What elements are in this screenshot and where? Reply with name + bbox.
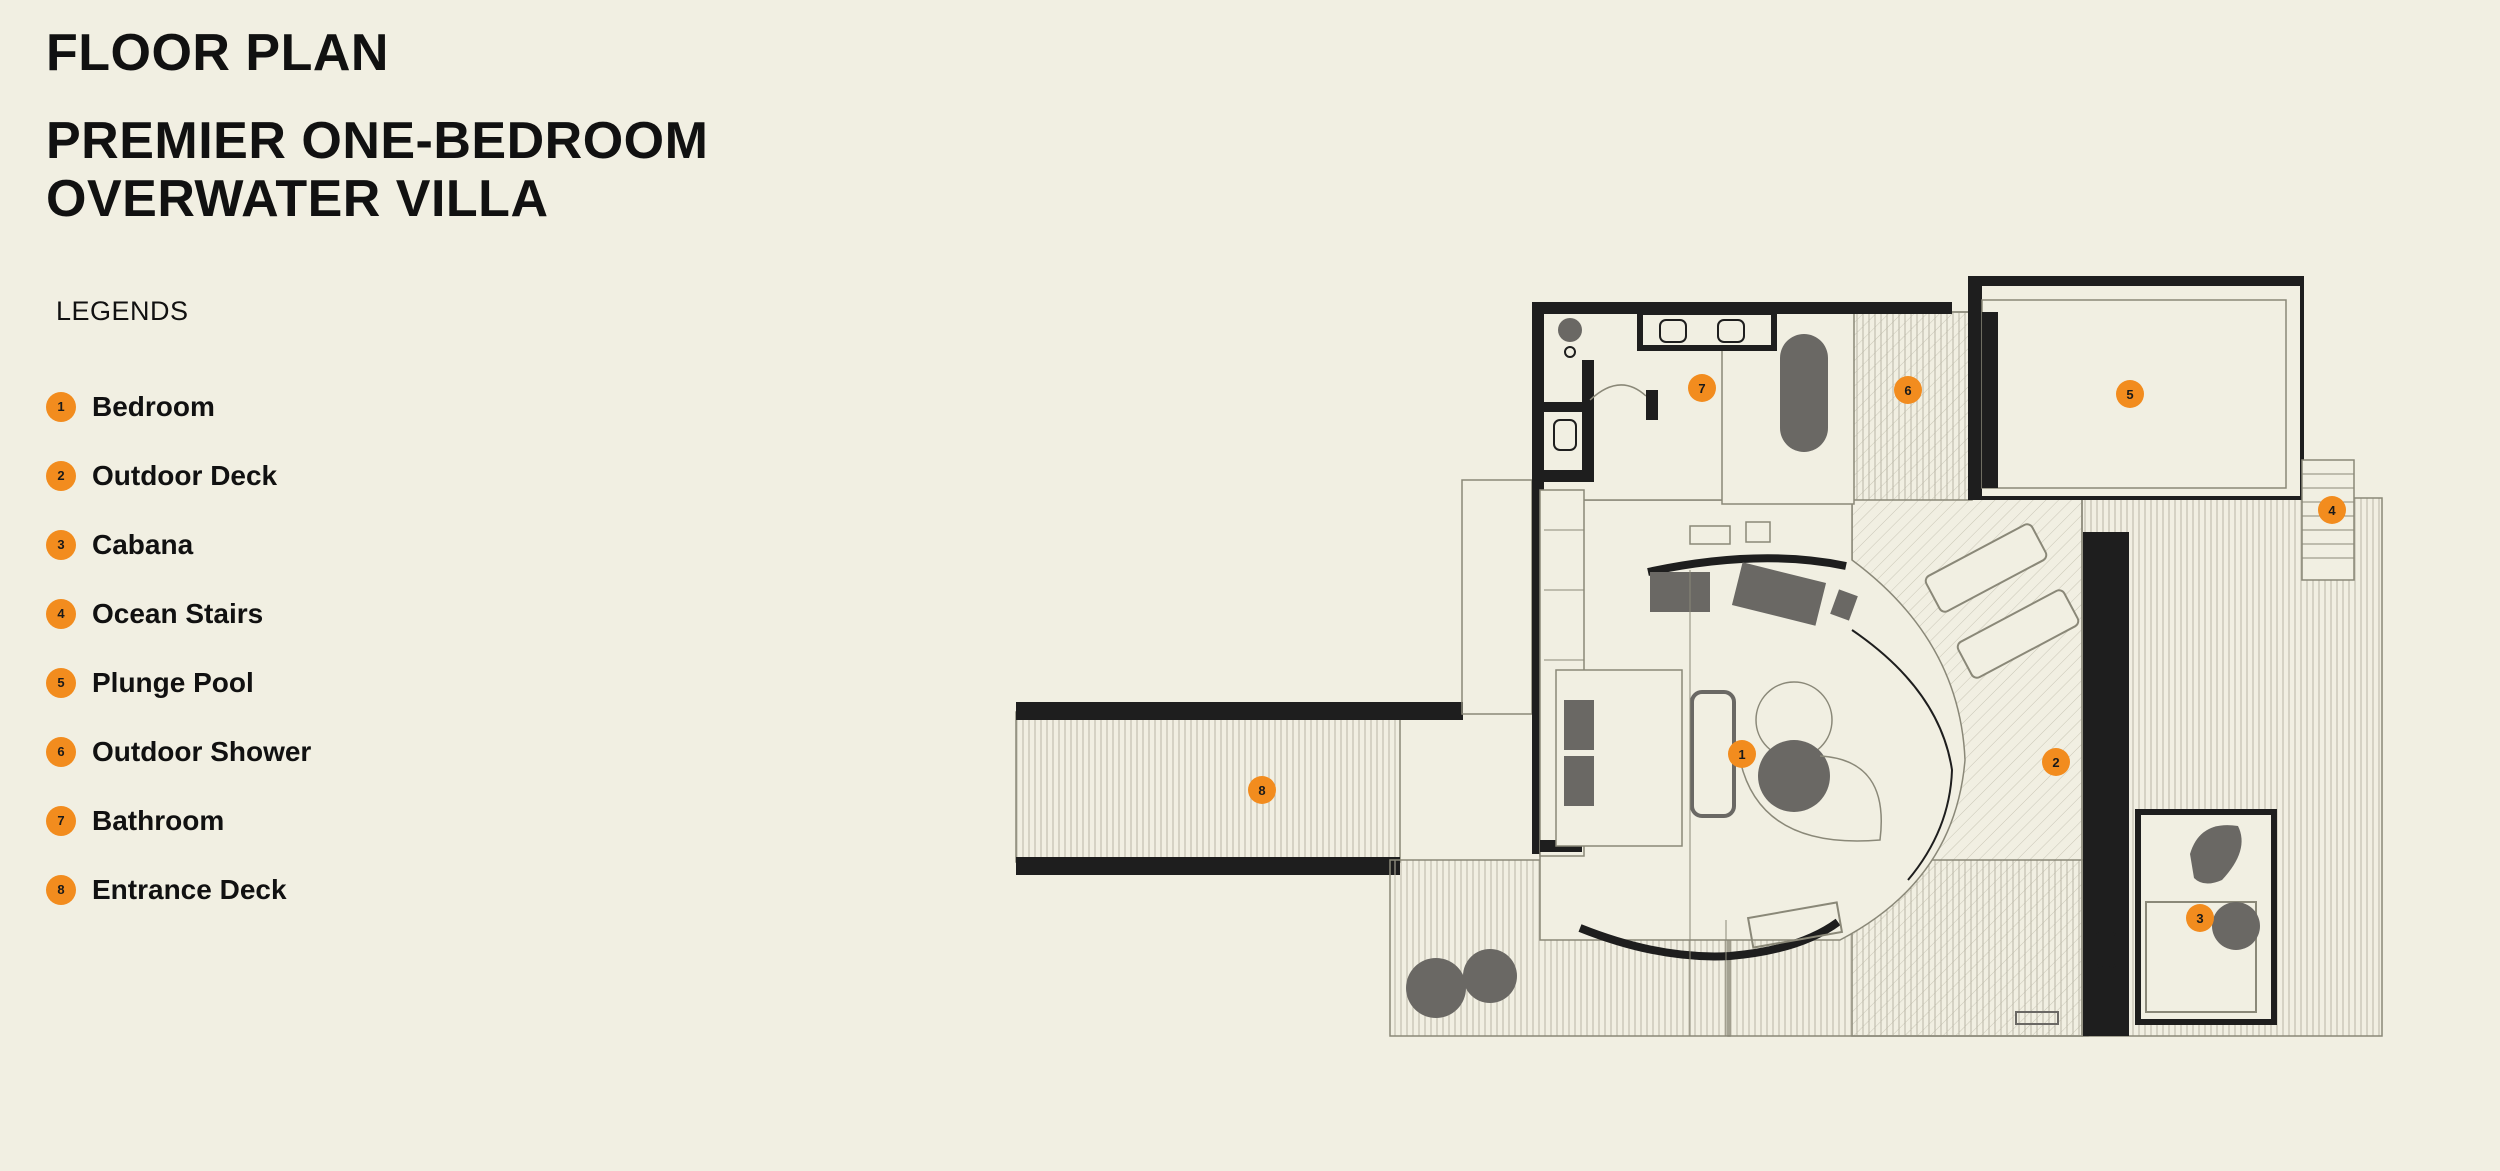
marker-outdoor-deck: 2 <box>2042 748 2070 776</box>
legend-badge: 8 <box>46 874 76 905</box>
legend-item-outdoor-shower: 6 Outdoor Shower <box>46 717 311 786</box>
marker-bathroom: 7 <box>1688 374 1716 402</box>
legend-heading: LEGENDS <box>56 296 189 326</box>
legend-list: 1 Bedroom 2 Outdoor Deck 3 Cabana 4 Ocea… <box>46 372 311 924</box>
legend-label: Ocean Stairs <box>92 597 264 629</box>
shower-head-icon <box>2087 931 2125 969</box>
legend-label: Bathroom <box>92 804 225 836</box>
deck-loungers <box>1924 523 2080 679</box>
svg-text:3: 3 <box>2196 911 2203 926</box>
legend-badge: 1 <box>46 391 76 422</box>
marker-entrance-deck: 8 <box>1248 776 1276 804</box>
marker-bedroom: 1 <box>1728 740 1756 768</box>
legend-badge: 5 <box>46 667 76 698</box>
legend-badge: 7 <box>46 805 76 836</box>
legend-label: Bedroom <box>92 390 215 422</box>
svg-text:7: 7 <box>1698 381 1705 396</box>
legend-item-cabana: 3 Cabana <box>46 510 311 579</box>
legend-item-ocean-stairs: 4 Ocean Stairs <box>46 579 311 648</box>
legend-label: Cabana <box>92 528 194 560</box>
svg-text:4: 4 <box>2328 503 2336 518</box>
legend-label: Outdoor Deck <box>92 459 278 491</box>
bathroom-fixtures <box>1553 309 1828 452</box>
legend-item-outdoor-deck: 2 Outdoor Deck <box>46 441 311 510</box>
marker-cabana: 3 <box>2186 904 2214 932</box>
svg-text:1: 1 <box>1738 747 1745 762</box>
legend-badge: 6 <box>46 736 76 767</box>
svg-text:8: 8 <box>1258 783 1265 798</box>
legend-badge: 3 <box>46 529 76 560</box>
legend-item-bedroom: 1 Bedroom <box>46 372 311 441</box>
planters <box>1406 949 1517 1018</box>
outdoor-shower-area <box>1851 311 1973 501</box>
page-title: FLOOR PLAN <box>46 24 389 82</box>
legend-badge: 2 <box>46 460 76 491</box>
legend-label: Entrance Deck <box>92 873 287 905</box>
cabana <box>2015 809 2277 1025</box>
svg-text:5: 5 <box>2126 387 2133 402</box>
marker-plunge-pool: 5 <box>2116 380 2144 408</box>
svg-text:2: 2 <box>2052 755 2059 770</box>
svg-text:6: 6 <box>1904 383 1911 398</box>
marker-ocean-stairs: 4 <box>2318 496 2346 524</box>
legend-item-plunge-pool: 5 Plunge Pool <box>46 648 311 717</box>
legend-item-bathroom: 7 Bathroom <box>46 786 311 855</box>
legend-label: Outdoor Shower <box>92 735 312 767</box>
legend-label: Plunge Pool <box>92 666 254 698</box>
legend-badge: 4 <box>46 598 76 629</box>
entrance-deck <box>1015 702 1463 875</box>
legend-item-entrance-deck: 8 Entrance Deck <box>46 855 311 924</box>
villa-name: PREMIER ONE-BEDROOM OVERWATER VILLA <box>46 112 709 228</box>
marker-outdoor-shower: 6 <box>1894 376 1922 404</box>
